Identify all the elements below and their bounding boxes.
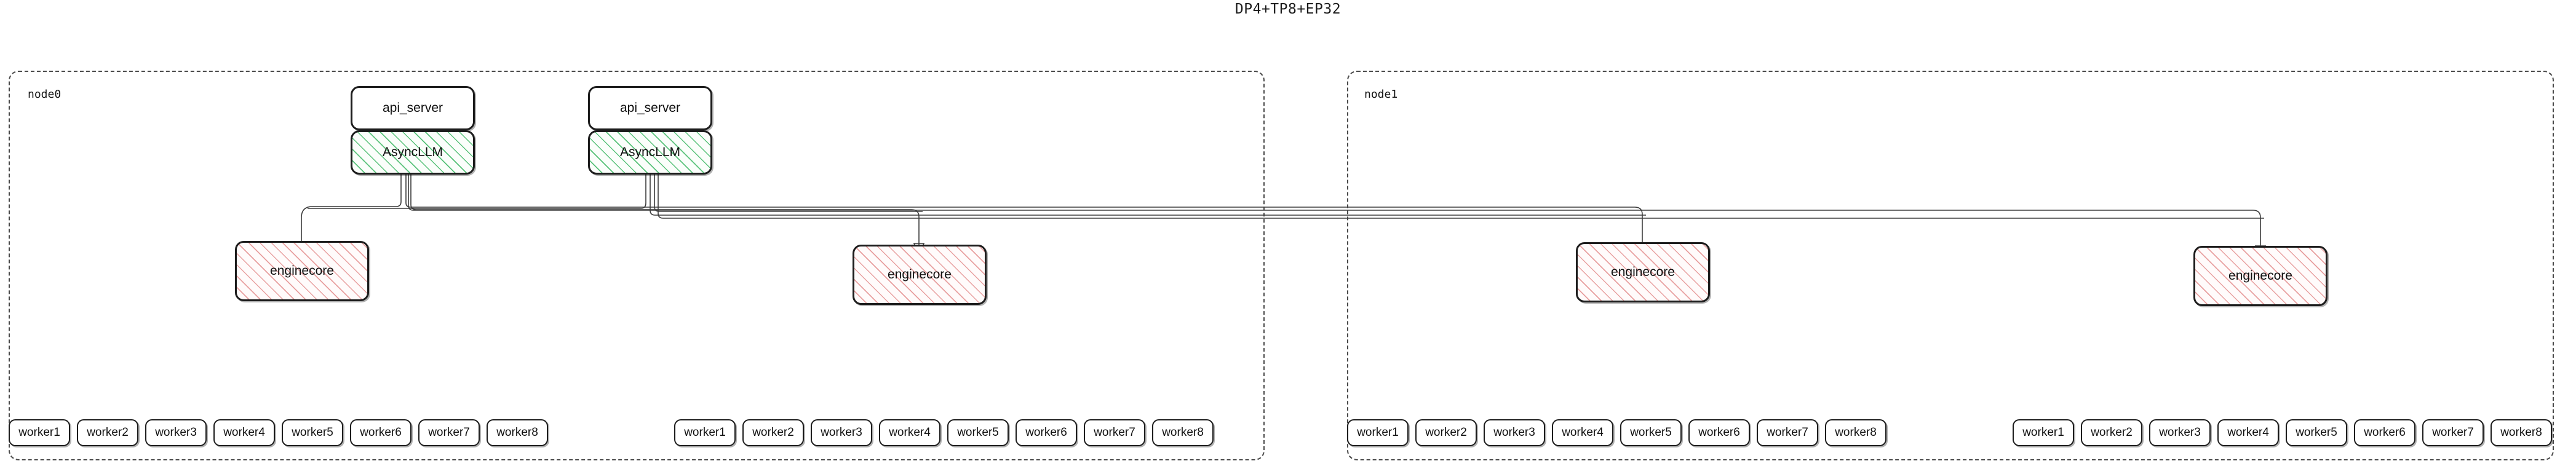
worker-chip[interactable]: worker6 bbox=[2354, 419, 2415, 446]
worker-chip[interactable]: worker5 bbox=[2286, 419, 2347, 446]
worker-chip[interactable]: worker5 bbox=[282, 419, 343, 446]
enginecore-label: enginecore bbox=[888, 267, 952, 282]
worker-chip[interactable]: worker4 bbox=[2217, 419, 2279, 446]
async-llm-box-1[interactable]: AsyncLLM bbox=[588, 130, 712, 175]
worker-chip[interactable]: worker3 bbox=[145, 419, 207, 446]
worker-chip[interactable]: worker6 bbox=[350, 419, 411, 446]
cluster-node0 bbox=[9, 71, 1265, 460]
worker-chip[interactable]: worker3 bbox=[1484, 419, 1545, 446]
enginecore-box-2[interactable]: enginecore bbox=[1576, 242, 1710, 302]
enginecore-label: enginecore bbox=[2228, 269, 2292, 283]
worker-chip[interactable]: worker8 bbox=[2491, 419, 2552, 446]
worker-chip[interactable]: worker7 bbox=[418, 419, 480, 446]
worker-chip[interactable]: worker8 bbox=[1825, 419, 1886, 446]
enginecore-label: enginecore bbox=[1611, 265, 1675, 279]
api-server-label: api_server bbox=[382, 101, 443, 115]
worker-chip[interactable]: worker1 bbox=[2013, 419, 2074, 446]
worker-chip[interactable]: worker4 bbox=[879, 419, 940, 446]
worker-chip[interactable]: worker5 bbox=[1620, 419, 1682, 446]
worker-chip[interactable]: worker2 bbox=[742, 419, 804, 446]
worker-chip[interactable]: worker6 bbox=[1688, 419, 1750, 446]
worker-chip[interactable]: worker5 bbox=[947, 419, 1009, 446]
api-server-box-1[interactable]: api_server bbox=[588, 86, 712, 130]
worker-chip[interactable]: worker7 bbox=[1757, 419, 1818, 446]
enginecore-box-0[interactable]: enginecore bbox=[235, 241, 369, 301]
page-title: DP4+TP8+EP32 bbox=[1234, 1, 1342, 17]
worker-chip[interactable]: worker1 bbox=[9, 419, 70, 446]
cluster-node1 bbox=[1347, 71, 2554, 460]
enginecore-label: enginecore bbox=[270, 264, 334, 278]
worker-chip[interactable]: worker2 bbox=[2081, 419, 2142, 446]
enginecore-box-1[interactable]: enginecore bbox=[853, 245, 987, 305]
worker-chip[interactable]: worker1 bbox=[1347, 419, 1409, 446]
worker-chip[interactable]: worker3 bbox=[2149, 419, 2211, 446]
worker-chip[interactable]: worker8 bbox=[1152, 419, 1214, 446]
enginecore-box-3[interactable]: enginecore bbox=[2193, 246, 2328, 306]
worker-chip[interactable]: worker2 bbox=[77, 419, 138, 446]
worker-chip[interactable]: worker4 bbox=[1552, 419, 1613, 446]
worker-chip[interactable]: worker6 bbox=[1016, 419, 1077, 446]
api-server-box-0[interactable]: api_server bbox=[351, 86, 475, 130]
worker-chip[interactable]: worker7 bbox=[2422, 419, 2484, 446]
async-llm-label: AsyncLLM bbox=[619, 145, 681, 159]
worker-chip[interactable]: worker7 bbox=[1084, 419, 1145, 446]
worker-chip[interactable]: worker3 bbox=[811, 419, 872, 446]
async-llm-label: AsyncLLM bbox=[382, 145, 443, 159]
worker-chip[interactable]: worker1 bbox=[674, 419, 736, 446]
cluster-node0-label: node0 bbox=[28, 88, 62, 101]
api-server-label: api_server bbox=[619, 101, 681, 115]
worker-chip[interactable]: worker2 bbox=[1415, 419, 1477, 446]
cluster-node1-label: node1 bbox=[1364, 88, 1398, 101]
async-llm-box-0[interactable]: AsyncLLM bbox=[351, 130, 475, 175]
worker-chip[interactable]: worker4 bbox=[213, 419, 275, 446]
worker-chip[interactable]: worker8 bbox=[487, 419, 548, 446]
